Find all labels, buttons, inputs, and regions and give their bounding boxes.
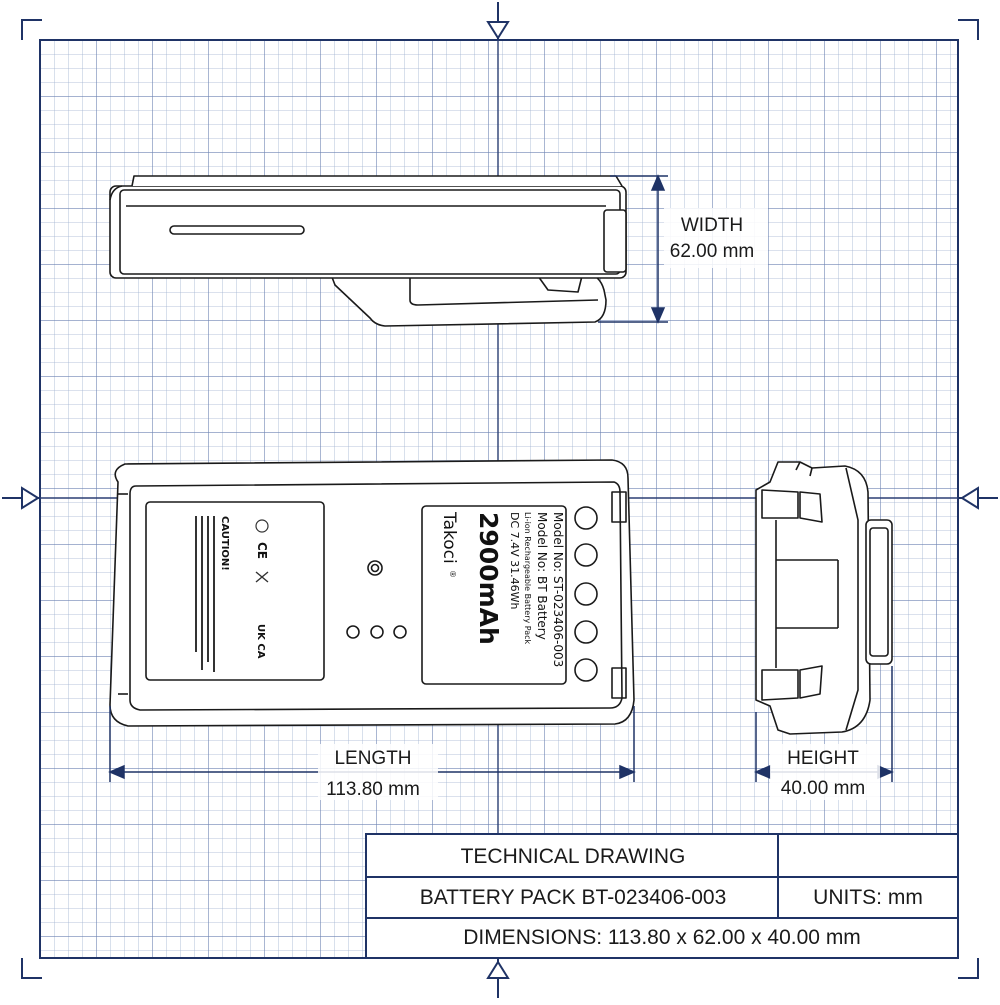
height-label: HEIGHT (787, 748, 859, 769)
ce-mark-icon: CE (255, 542, 269, 559)
battery-label: Model No: ST-023406-003 Model No: BT Bat… (439, 511, 565, 667)
crossed-bin-icon (255, 571, 269, 583)
caution-label: CAUTION! CE UK CA (195, 516, 269, 672)
label-chemistry: Li-ion Rechargeable Battery Pack (523, 512, 532, 645)
label-brand-mark: ® (448, 570, 457, 578)
label-model: Model No: ST-023406-003 (551, 512, 565, 667)
dimension-labels: WIDTH 62.00 mm LENGTH 113.80 mm HEIGHT 4… (318, 208, 880, 800)
width-value: 62.00 mm (670, 241, 754, 262)
title-block-part: BATTERY PACK BT-023406-003 (419, 886, 727, 909)
caution-heading: CAUTION! (219, 516, 230, 571)
label-type: Model No: BT Battery (535, 512, 549, 640)
width-dimension (598, 174, 668, 324)
front-view (109, 459, 635, 727)
label-rating: DC 7.4V 31.46Wh (508, 512, 521, 610)
width-label: WIDTH (681, 215, 743, 236)
label-brand: Takoci (439, 511, 459, 564)
length-value: 113.80 mm (326, 779, 420, 800)
label-capacity: 2900mAh (474, 512, 503, 645)
ukca-mark-icon: UK CA (255, 624, 266, 659)
recycle-icon (255, 519, 269, 533)
title-block-title: TECHNICAL DRAWING (460, 844, 686, 868)
title-block-dimensions: DIMENSIONS: 113.80 x 62.00 x 40.00 mm (463, 926, 861, 949)
length-label: LENGTH (334, 748, 411, 769)
side-view (755, 461, 893, 735)
title-block-units: UNITS: mm (813, 886, 923, 909)
height-value: 40.00 mm (781, 778, 865, 799)
top-view (109, 175, 627, 327)
title-block (365, 833, 959, 959)
corner-marks (21, 19, 979, 979)
